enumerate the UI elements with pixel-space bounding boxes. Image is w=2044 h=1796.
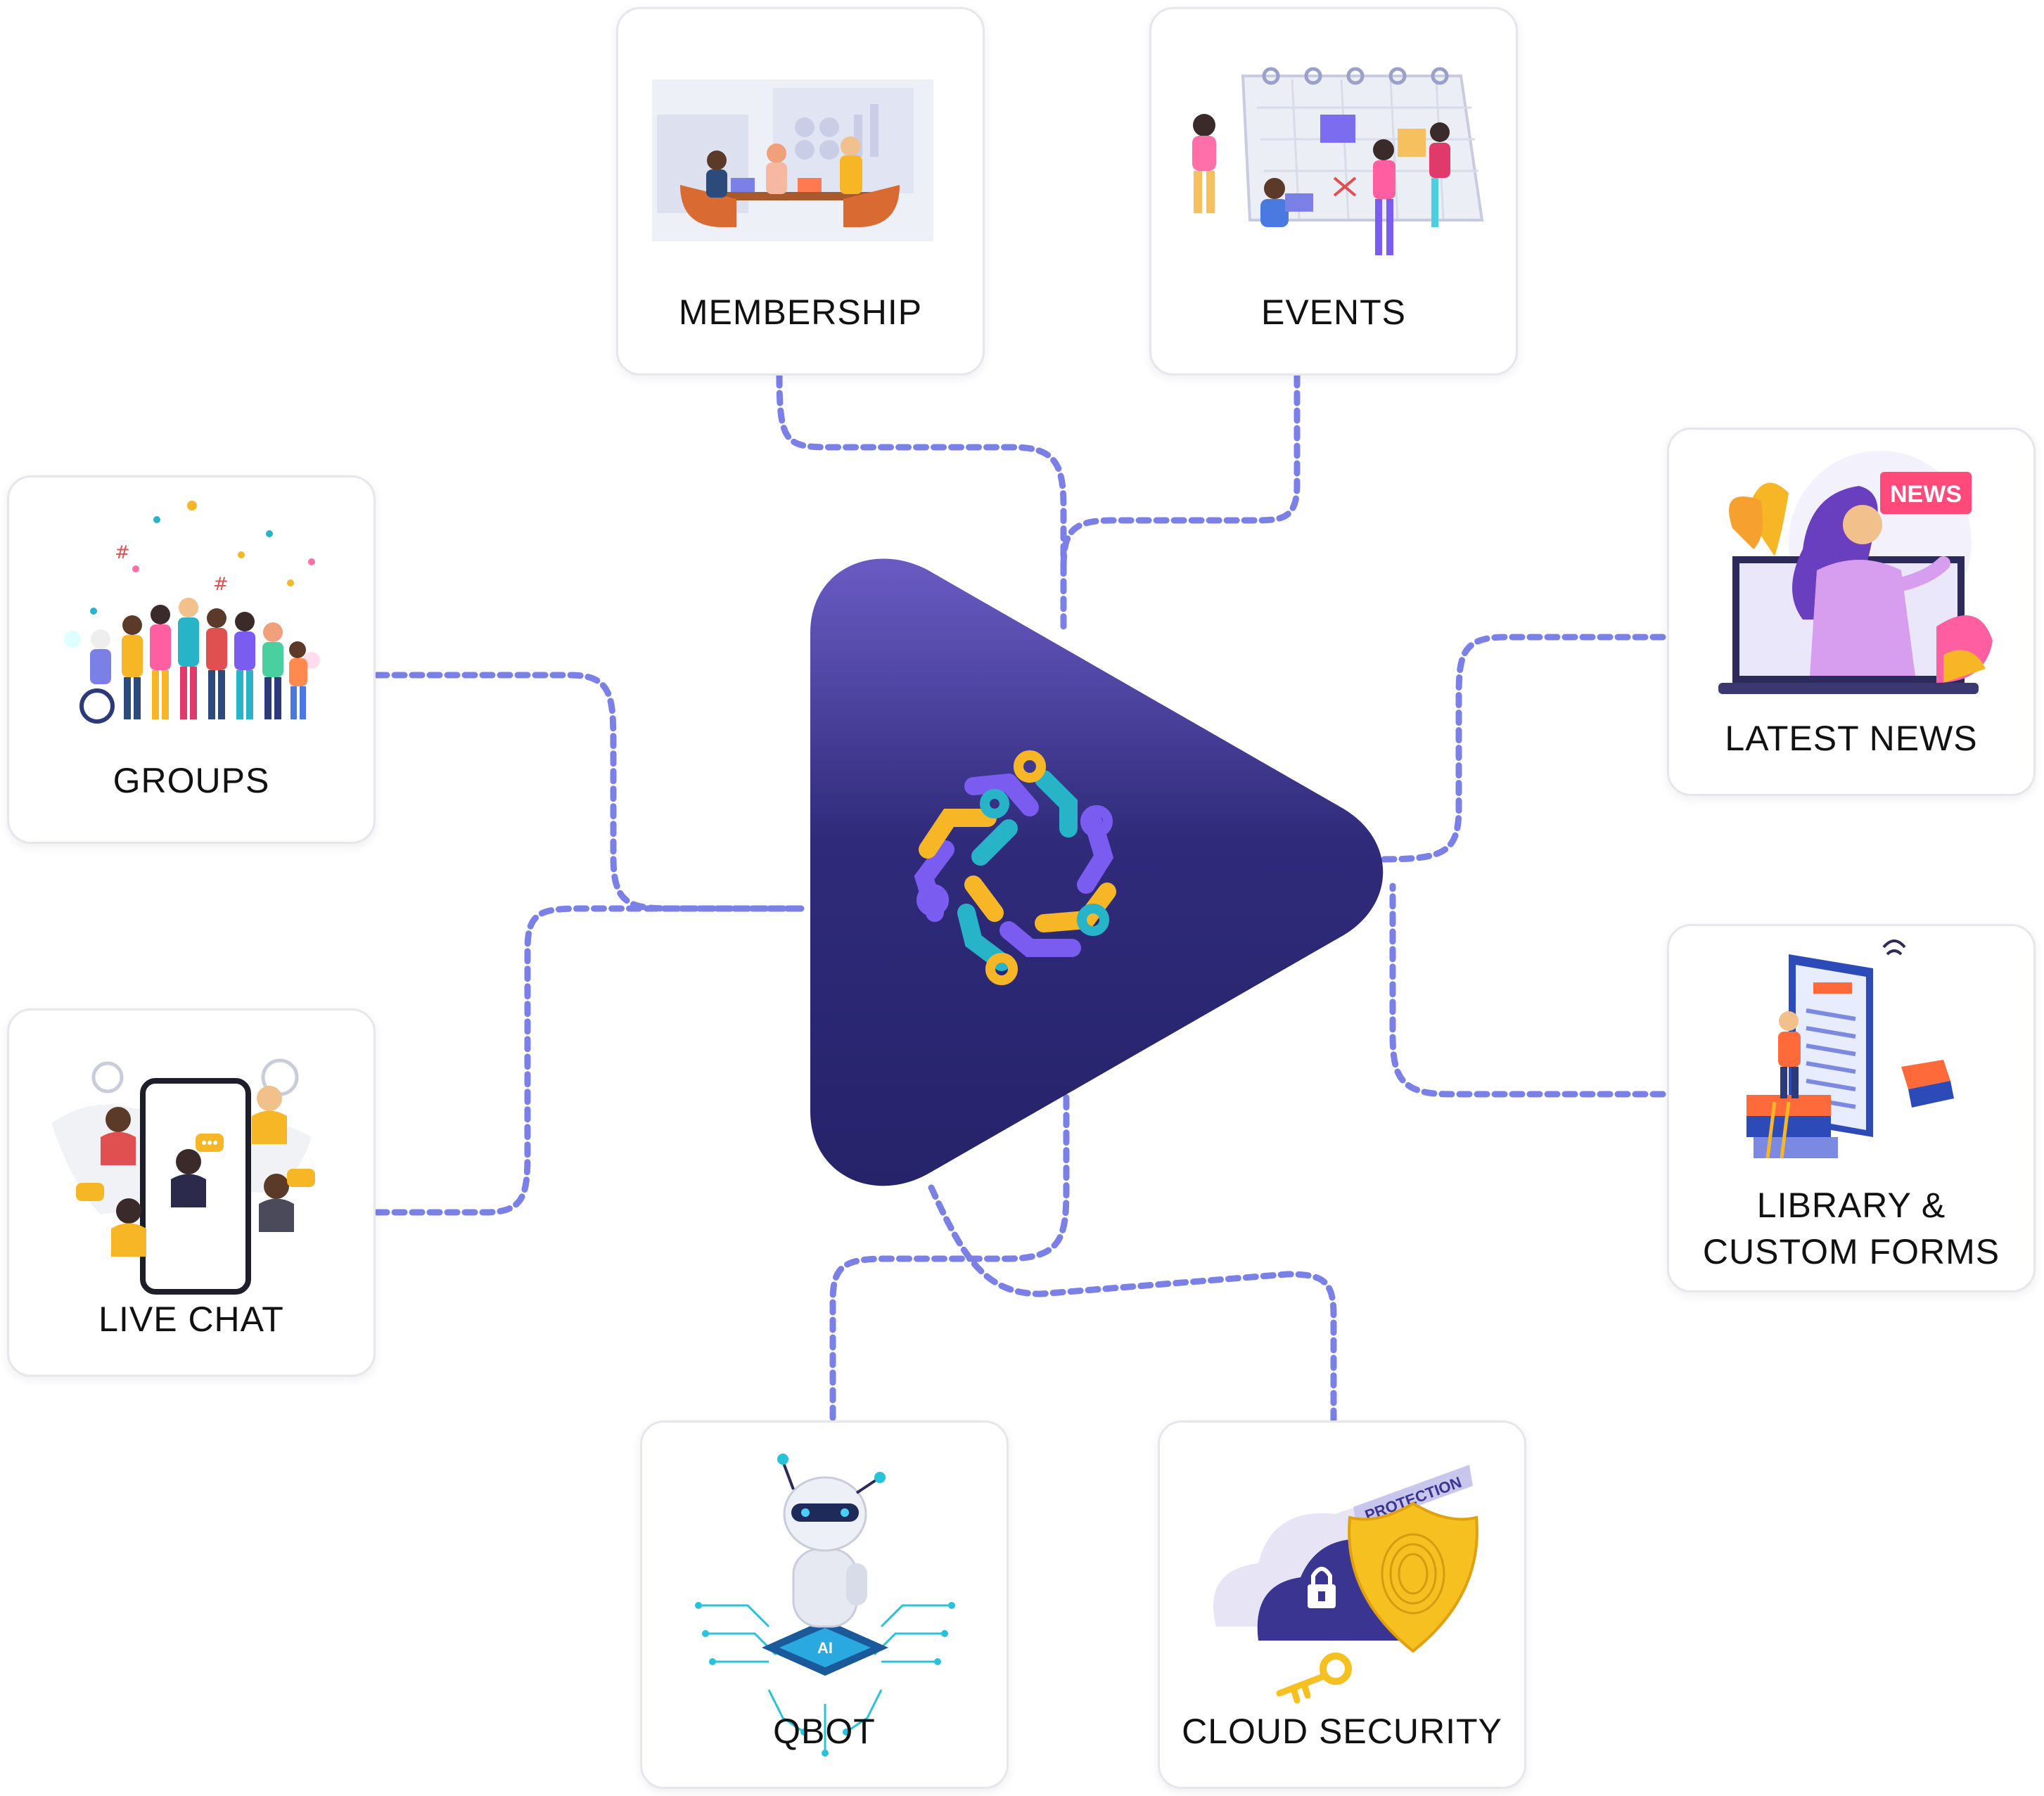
card-label: GROUPS — [113, 761, 270, 800]
card-library-custom-forms[interactable]: LIBRARY & CUSTOM FORMS — [1667, 924, 2036, 1293]
circuit-ring-logo-icon — [914, 750, 1116, 985]
connector-cloud — [925, 1178, 1337, 1424]
card-label-line1: LIBRARY & — [1756, 1186, 1946, 1225]
card-groups[interactable]: ## GROUPS — [7, 475, 376, 844]
connector-events — [1060, 372, 1301, 573]
card-label-line2: CUSTOM FORMS — [1702, 1232, 2000, 1271]
ai-chip-text: AI — [817, 1639, 833, 1657]
people-celebrating-illustration: ## — [64, 501, 320, 724]
connector-groups — [373, 672, 805, 912]
card-label: CLOUD SECURITY — [1182, 1712, 1502, 1751]
calendar-planning-illustration — [1192, 67, 1484, 255]
card-label: EVENTS — [1260, 293, 1407, 332]
news-laptop-illustration: NEWS — [1718, 451, 1993, 694]
card-live-chat[interactable]: LIVE CHAT — [7, 1008, 376, 1377]
card-label: MEMBERSHIP — [678, 293, 923, 332]
connector-qbot — [829, 1079, 1070, 1421]
connector-livechat — [373, 905, 805, 1216]
card-events[interactable]: EVENTS — [1149, 7, 1518, 376]
cloud-shield-lock-illustration: PROTECTION — [1213, 1465, 1478, 1704]
digital-library-illustration — [1746, 939, 1954, 1159]
card-qbot[interactable]: AI QBOT — [640, 1420, 1009, 1789]
connector-membership — [776, 372, 1067, 636]
svg-text:#: # — [213, 574, 229, 595]
meeting-room-illustration — [652, 79, 933, 241]
card-cloud-security[interactable]: PROTECTION CLOUD SECURITY — [1158, 1420, 1526, 1789]
news-badge-text: NEWS — [1890, 481, 1962, 508]
card-label: LIVE CHAT — [98, 1300, 284, 1339]
card-label: QBOT — [773, 1712, 876, 1751]
connector-library — [1389, 883, 1666, 1098]
connector-news — [1375, 634, 1666, 863]
ai-robot-chip-illustration: AI — [695, 1454, 955, 1757]
phone-chat-illustration — [51, 1058, 315, 1295]
svg-text:#: # — [115, 542, 130, 563]
card-membership[interactable]: MEMBERSHIP — [616, 7, 985, 376]
card-label: LATEST NEWS — [1725, 719, 1978, 758]
card-latest-news[interactable]: NEWS LATEST NEWS — [1667, 428, 2036, 796]
